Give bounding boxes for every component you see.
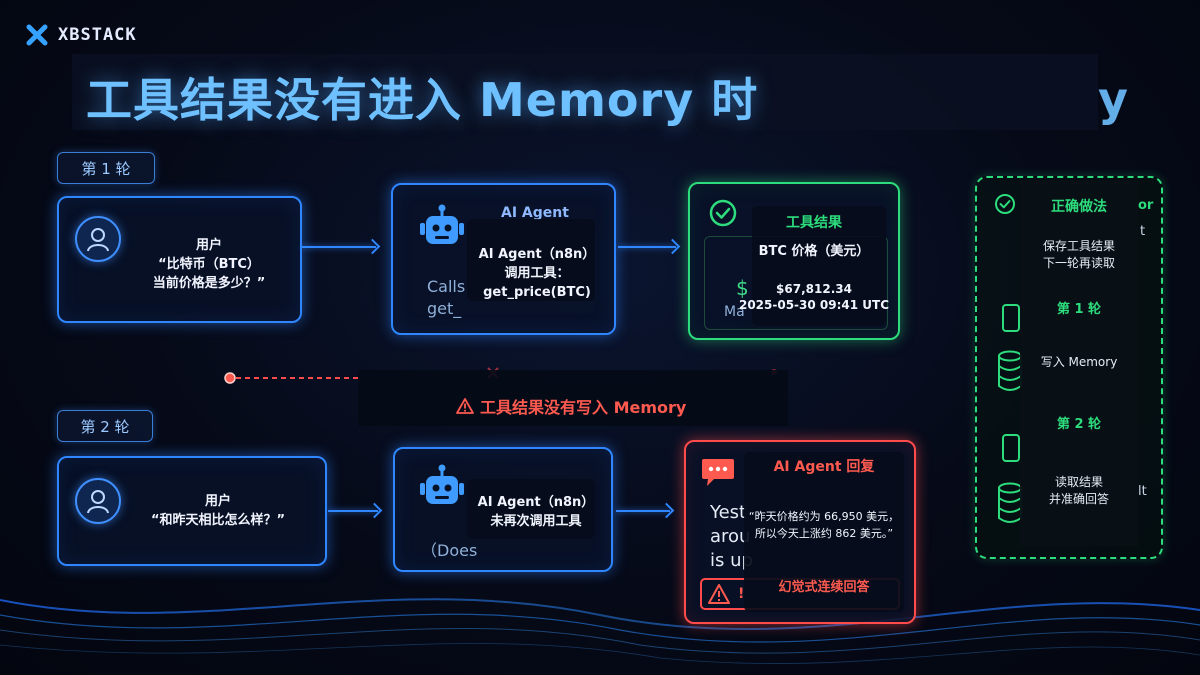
database-icon (998, 350, 1022, 391)
tool-price-value: $67,812.34 (776, 282, 852, 296)
reply-ghost-3: is up (710, 550, 753, 571)
brand-logo: XBSTACK (26, 24, 137, 46)
round2-reply-card: Yest arou is up ! AI Agent 回复 “昨天价格约为 66… (684, 440, 916, 624)
robot-icon (420, 204, 464, 244)
round1-agent-line2: 调用工具： (504, 266, 570, 281)
round2-user-label: 用户 (204, 494, 231, 509)
arrow-r1-user-to-agent (302, 246, 376, 248)
correct-step2-head: 第 2 轮 (1056, 417, 1102, 432)
reply-ghost-2: arou (710, 526, 751, 547)
warning-backdrop (358, 370, 788, 426)
correct-step2-line2: 并准确回答 (1048, 492, 1109, 506)
round1-agent-ghost-text2: get_ (427, 299, 462, 318)
round1-tag: 第 1 轮 (57, 152, 155, 184)
tool-text-panel (752, 206, 886, 326)
page-title: 工具结果没有进入 Memory 时 (86, 73, 759, 127)
correct-approach-text-column (1020, 180, 1138, 546)
reply-title: AI Agent 回复 (773, 459, 875, 475)
reply-ghost-1: Yest (710, 502, 747, 523)
ghost-step-frame-2 (1002, 434, 1020, 462)
x-logo-icon (26, 24, 48, 46)
reply-text-panel (744, 452, 904, 612)
arrow-r2-agent-to-reply (616, 510, 670, 512)
tool-ghost-dollar: $ (736, 276, 749, 300)
correct-subtitle-line1: 保存工具结果 (1042, 239, 1115, 253)
round1-agent-line3: get_price(BTC) (483, 285, 591, 300)
round1-agent-ghost-title: AI Agent (501, 205, 569, 221)
round2-agent-line2: 未再次调用工具 (490, 514, 582, 529)
round1-agent-card: AI Agent Calls get_ AI Agent（n8n） 调用工具： … (391, 183, 616, 335)
round2-tag: 第 2 轮 (57, 410, 153, 442)
round2-agent-ghost-text: （Does (421, 541, 478, 560)
correct-step1-text: 写入 Memory (1040, 355, 1118, 369)
correct-ghost-lt: lt (1138, 484, 1147, 499)
round2-agent-text-panel (467, 479, 595, 539)
check-circle-icon (709, 199, 737, 227)
tool-ghost-ma: Ma (724, 304, 745, 320)
tool-title: 工具结果 (786, 215, 842, 231)
round1-agent-ghost-text1: Calls (427, 277, 466, 296)
robot-icon-2 (420, 464, 464, 504)
chat-bubble-icon (702, 459, 734, 486)
reply-footer-text: 幻觉式连续回答 (778, 580, 870, 595)
correct-step2-line1: 读取结果 (1054, 475, 1103, 489)
round2-tag-label: 第 2 轮 (80, 417, 130, 436)
round1-user-card: 用户 “比特币（BTC） 当前价格是多少？” (57, 196, 302, 323)
round1-tool-card: $ Ma 工具结果 BTC 价格（美元） $67,812.34 2025-05-… (688, 182, 900, 340)
check-circle-icon-2 (995, 194, 1015, 214)
round2-agent-line1: AI Agent（n8n） (477, 495, 595, 510)
reply-quote-line1: “昨天价格约为 66,950 美元， (748, 510, 900, 523)
user-avatar-icon-2 (75, 478, 121, 524)
warning-triangle-icon (456, 398, 474, 414)
round1-tag-label: 第 1 轮 (81, 159, 131, 178)
warning-triangle-icon-2 (708, 584, 730, 604)
arrow-r2-user-to-agent (328, 510, 378, 512)
reply-ghost-mark: ! (738, 586, 745, 602)
round2-user-card: 用户 “和昨天相比怎么样？” (57, 456, 327, 566)
correct-subtitle-line2: 下一轮再读取 (1042, 256, 1115, 270)
round2-user-quote: “和昨天相比怎么样？” (150, 513, 286, 528)
round1-agent-line1: AI Agent（n8n） (478, 247, 596, 262)
reply-quote-line2: 所以今天上涨约 862 美元。” (754, 527, 894, 540)
correct-ghost-title-end: or (1138, 198, 1154, 213)
round1-user-quote-line1: “比特币（BTC） (158, 257, 260, 272)
tool-price-label: BTC 价格（美元） (758, 244, 870, 259)
tool-timestamp: 2025-05-30 09:41 UTC (738, 298, 890, 312)
round2-agent-card: （Does AI Agent（n8n） 未再次调用工具 (393, 447, 613, 572)
round1-user-label: 用户 (195, 238, 222, 253)
arrow-r1-agent-to-tool (618, 246, 676, 248)
brand-name: XBSTACK (58, 25, 137, 45)
decorative-wave (0, 598, 1200, 664)
ghost-step-frame-1 (1002, 304, 1020, 332)
user-avatar-icon (75, 216, 121, 262)
memory-warning-text: 工具结果没有写入 Memory (480, 398, 687, 417)
database-icon-2 (998, 482, 1022, 523)
memory-warning: 工具结果没有写入 Memory (456, 394, 686, 418)
round1-user-quote-line2: 当前价格是多少？” (152, 276, 266, 291)
title-backdrop (72, 54, 1098, 130)
correct-step1-head: 第 1 轮 (1056, 302, 1102, 317)
correct-title: 正确做法 (1051, 199, 1107, 215)
title-ghost-letter: y (1098, 72, 1128, 126)
round1-agent-text-panel (467, 219, 595, 301)
correct-ghost-t: t (1140, 224, 1146, 239)
